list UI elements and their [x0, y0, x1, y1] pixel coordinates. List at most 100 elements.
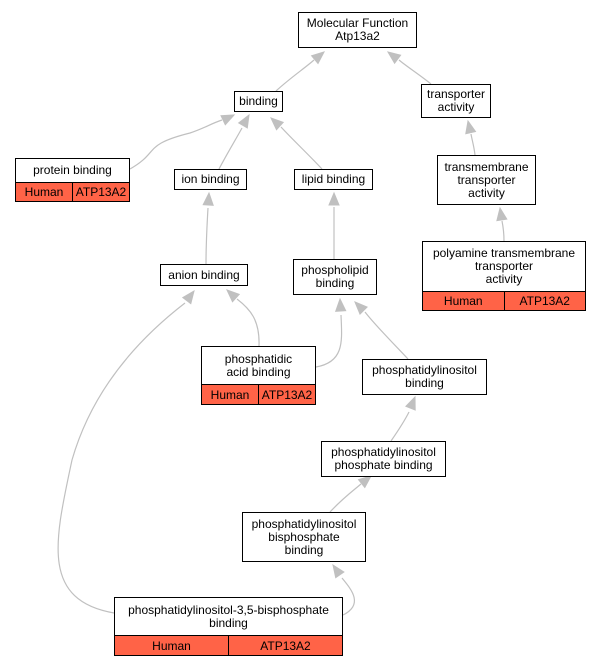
- term-label-line: transporter: [457, 172, 516, 187]
- arrowhead-icon: [332, 563, 345, 579]
- edge-phosphatidic-acid-binding-to-phospholipid-binding: [315, 314, 343, 368]
- term-label: ion binding: [175, 170, 246, 189]
- arrowhead-icon: [354, 301, 368, 315]
- term-label-line: bisphosphate: [268, 529, 340, 544]
- edge-lipid-binding-to-binding: [280, 126, 323, 170]
- edge-transporter-activity-to-molecular-function: [398, 59, 432, 85]
- term-label-line: protein binding: [33, 163, 112, 177]
- arrowhead-icon: [202, 191, 214, 206]
- term-label-line: binding: [209, 615, 248, 630]
- term-node-ion-binding[interactable]: ion binding: [174, 169, 247, 190]
- edge-binding-to-molecular-function: [275, 59, 315, 92]
- edge-polyamine-transmembrane-transporter-activity-to-transmembrane-transporter-activity: [501, 220, 505, 242]
- edge-phosphatidylinositol-bisphosphate-binding-to-phosphatidylinositol-phosphate-binding: [329, 483, 362, 513]
- term-label: binding: [235, 92, 282, 111]
- arrowhead-icon: [496, 206, 508, 222]
- term-label-line: anion binding: [168, 267, 240, 282]
- term-label-line: lipid binding: [301, 172, 366, 186]
- term-node-binding[interactable]: binding: [234, 91, 283, 112]
- term-label: protein binding: [16, 159, 129, 182]
- arrowhead-icon: [386, 51, 402, 65]
- gene-cell[interactable]: ATP13A2: [503, 292, 585, 310]
- term-label-line: transmembrane: [444, 159, 529, 174]
- term-label-line: binding: [405, 376, 444, 390]
- term-label-line: phosphatidylinositol: [372, 363, 477, 377]
- term-label-line: phosphatidic: [224, 351, 293, 366]
- term-node-anion-binding[interactable]: anion binding: [160, 264, 248, 286]
- arrowhead-icon: [357, 475, 373, 489]
- arrowhead-icon: [237, 113, 250, 129]
- term-label: anion binding: [161, 265, 247, 285]
- term-label-line: binding: [284, 542, 324, 557]
- arrowhead-icon: [181, 289, 195, 305]
- term-label-line: phosphate binding: [334, 458, 433, 472]
- term-label-line: phosphatidylinositol: [331, 445, 436, 459]
- arrowhead-icon: [226, 289, 241, 303]
- arrowhead-icon: [465, 119, 477, 135]
- edge-transmembrane-transporter-activity-to-transporter-activity: [470, 133, 476, 156]
- term-label-line: binding: [239, 94, 278, 108]
- term-label: lipid binding: [295, 170, 372, 189]
- term-label-line: activity: [468, 185, 505, 200]
- gene-cell[interactable]: ATP13A2: [72, 183, 129, 201]
- edge-ion-binding-to-binding: [218, 127, 243, 170]
- term-label-line: Molecular Function: [306, 16, 409, 30]
- term-label-line: phosphatidylinositol: [251, 516, 357, 531]
- term-label-line: activity: [437, 100, 475, 114]
- term-label-line: binding: [315, 276, 355, 290]
- species-cell: Human: [16, 183, 72, 201]
- term-label-line: acid binding: [226, 364, 291, 379]
- edge-phosphatidylinositol-phosphate-binding-to-phosphatidylinositol-binding: [390, 411, 410, 442]
- term-label-line: transporter: [426, 87, 486, 101]
- arrowhead-icon: [310, 51, 325, 65]
- term-label-line: ion binding: [181, 172, 240, 186]
- edge-pi35p2-binding-to-phosphatidylinositol-bisphosphate-binding: [341, 577, 356, 616]
- term-label-line: Atp13a2: [335, 29, 380, 43]
- edge-anion-binding-to-ion-binding: [205, 207, 209, 265]
- term-label-line: transporter: [474, 259, 533, 273]
- term-label-line: phospholipid: [301, 263, 369, 277]
- gene-cell[interactable]: ATP13A2: [228, 636, 342, 655]
- edge-protein-binding-to-binding: [129, 119, 223, 170]
- term-label-line: phosphatidylinositol-3,5-bisphosphate: [128, 602, 329, 617]
- arrowhead-icon: [270, 117, 285, 131]
- arrowhead-icon: [334, 297, 347, 312]
- term-label-line: activity: [485, 272, 523, 286]
- edge-phosphatidic-acid-binding-to-anion-binding: [236, 298, 260, 347]
- species-cell: Human: [202, 385, 258, 404]
- gene-cell[interactable]: ATP13A2: [258, 385, 315, 404]
- species-cell: Human: [115, 636, 228, 655]
- term-node-lipid-binding[interactable]: lipid binding: [294, 169, 373, 190]
- term-label-line: polyamine transmembrane: [432, 246, 576, 260]
- species-cell: Human: [423, 292, 504, 310]
- arrowhead-icon: [405, 395, 416, 411]
- edge-phosphatidylinositol-binding-to-phospholipid-binding: [364, 311, 409, 360]
- arrowhead-icon: [220, 114, 236, 126]
- edge-pi35p2-binding-to-anion-binding: [57, 302, 186, 614]
- arrowhead-icon: [328, 191, 340, 206]
